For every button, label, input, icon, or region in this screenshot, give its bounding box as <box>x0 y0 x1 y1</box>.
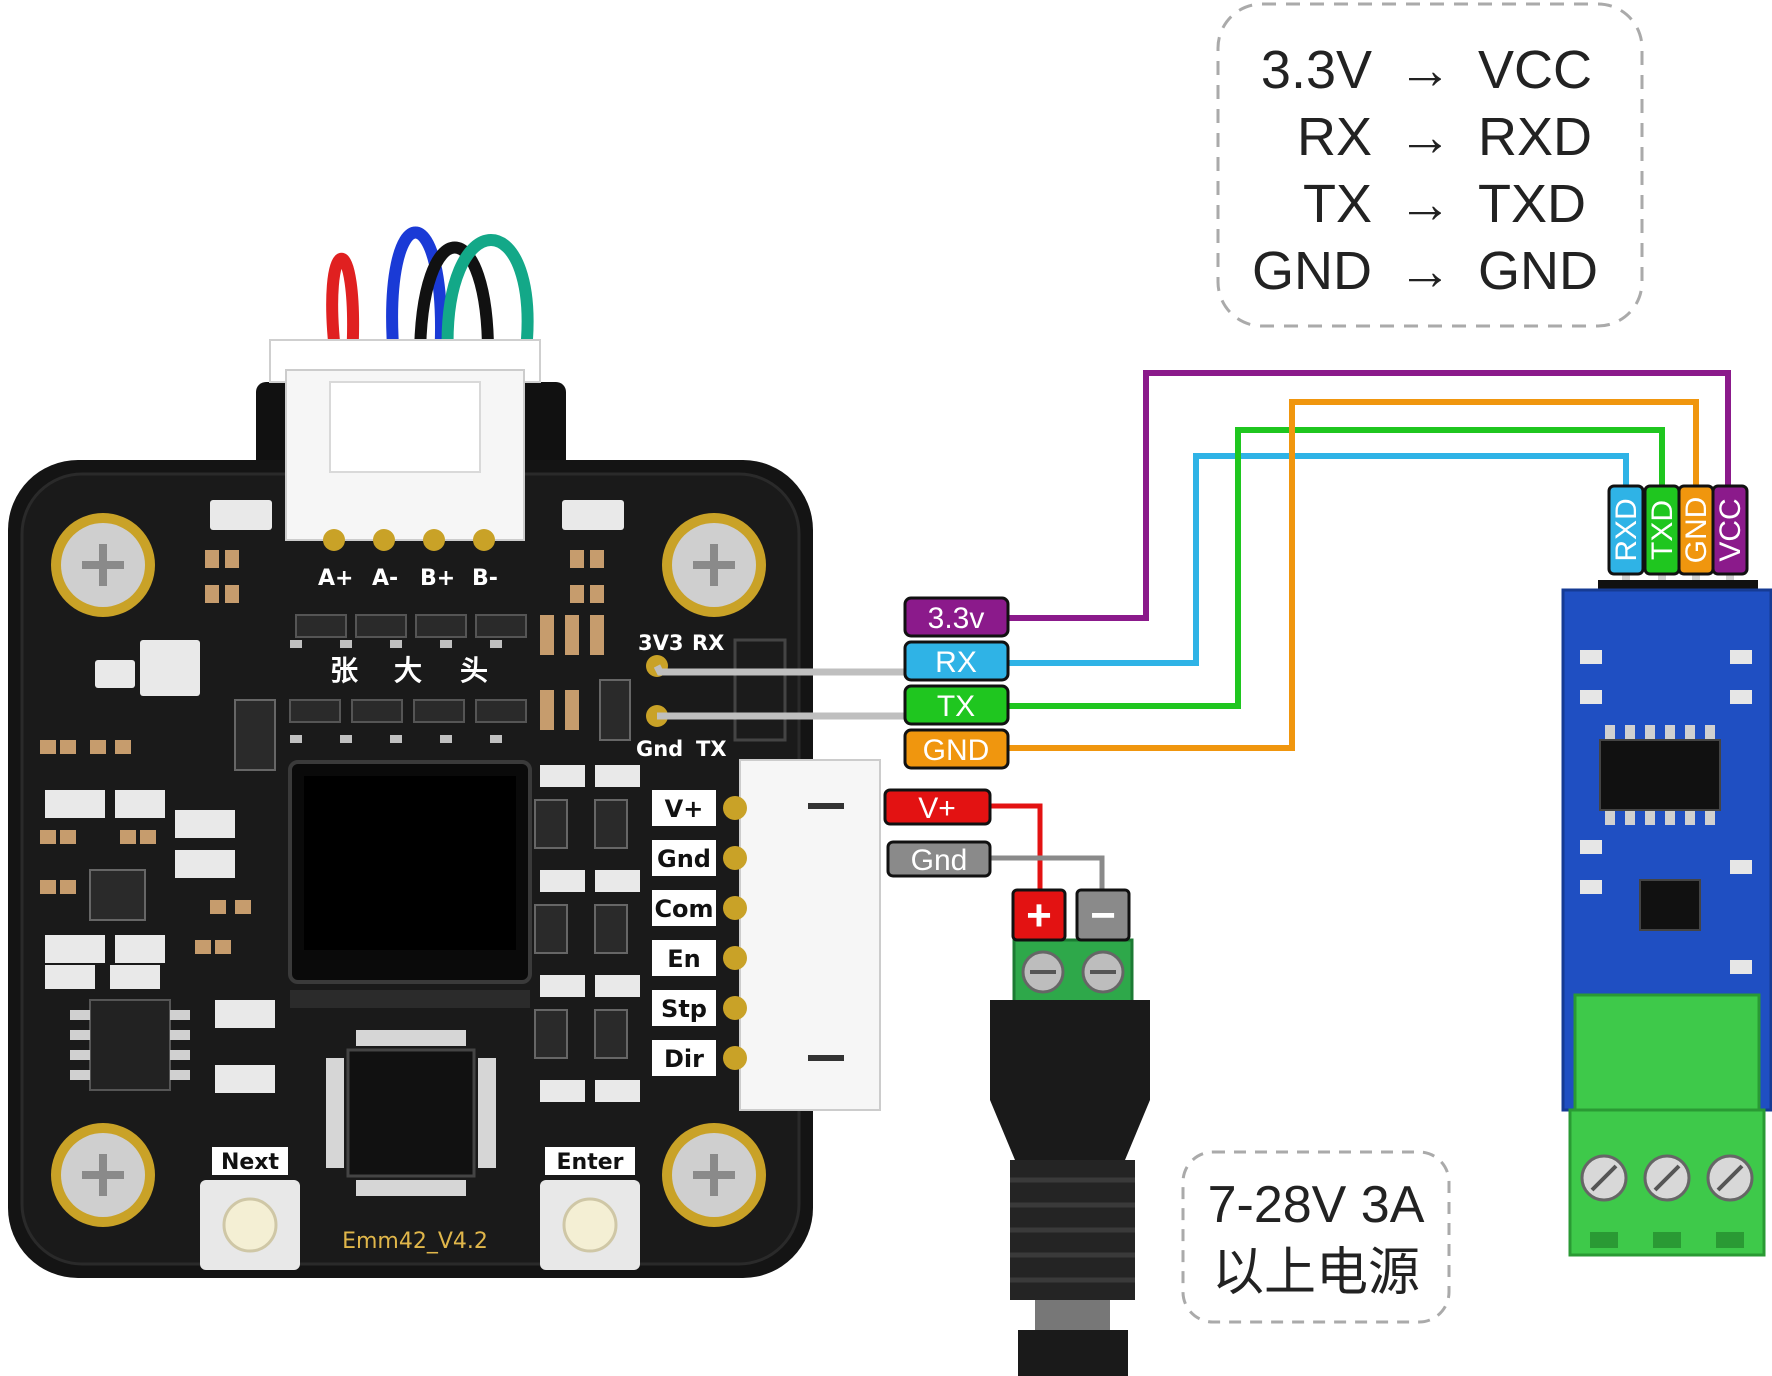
wire-tag-tx-label: TX <box>937 690 975 723</box>
power-tag-vplus-label: V+ <box>918 792 956 825</box>
wire-tag-rx: RX <box>903 640 1010 682</box>
wire-tag-rx-label: RX <box>935 646 977 679</box>
silk-char-1: 张 <box>330 654 358 687</box>
mcu-chip <box>326 1030 496 1196</box>
usb-pin-tag-rxd: RXD <box>1607 484 1645 576</box>
motor-pin-label-b-plus: B+ <box>420 566 455 591</box>
next-button[interactable] <box>200 1180 300 1270</box>
terminal-sign-minus: − <box>1075 888 1131 942</box>
mapping-to-1: VCC <box>1478 40 1592 100</box>
motor-pin-label-a-plus: A+ <box>318 566 353 591</box>
mount-screw-bottom-left <box>51 1123 155 1227</box>
power-tag-gnd: Gnd <box>886 840 992 878</box>
oled-display <box>288 760 532 1008</box>
wire-txd <box>1008 427 1665 709</box>
control-pin-label-gnd: Gnd <box>657 845 711 873</box>
board-model-label: Emm42_V4.2 <box>342 1229 488 1254</box>
smd-components <box>40 500 640 1102</box>
mapping-from-2: RX <box>1297 107 1372 167</box>
header-label-3v3: 3V3 <box>638 631 683 655</box>
control-pin-label-en: En <box>667 945 700 973</box>
control-pin-label-vplus: V+ <box>665 795 704 823</box>
wire-tag-gnd: GND <box>903 728 1010 770</box>
header-label-gnd: Gnd <box>636 737 683 761</box>
mapping-arrow-4: → <box>1398 241 1452 301</box>
motor-pin-label-a-minus: A- <box>372 566 398 591</box>
mapping-arrow-3: → <box>1398 174 1452 234</box>
mount-screw-top-left <box>51 513 155 617</box>
dc-jack-adapter <box>990 938 1150 1376</box>
mapping-to-3: TXD <box>1478 174 1586 234</box>
terminal-sign-minus-text: − <box>1090 891 1116 940</box>
control-pin-labels: V+ Gnd Com En Stp Dir <box>652 790 716 1076</box>
power-tag-gnd-label: Gnd <box>911 844 968 877</box>
mount-screw-bottom-right <box>662 1123 766 1227</box>
wire-tag-3v3-label: 3.3v <box>928 602 985 635</box>
motor-pin-label-b-minus: B- <box>472 566 498 591</box>
silk-char-3: 头 <box>460 654 488 687</box>
motor-pin-pads <box>323 529 495 551</box>
terminal-sign-plus: + <box>1011 888 1067 942</box>
wire-tag-gnd-label: GND <box>923 734 990 767</box>
enter-button[interactable] <box>540 1180 640 1270</box>
wire-vcc <box>1008 370 1731 621</box>
motor-cable <box>326 226 534 366</box>
mapping-from-3: TX <box>1303 174 1372 234</box>
wire-tag-3v3: 3.3v <box>903 596 1010 638</box>
control-connector <box>723 759 881 1111</box>
power-note-line1: 7-28V 3A <box>1208 1176 1425 1234</box>
usb-pin-tag-gnd: GND <box>1677 484 1715 576</box>
usb-ttl-module <box>1561 540 1772 1257</box>
power-tags: V+ Gnd <box>883 788 992 878</box>
mapping-arrow-1: → <box>1398 40 1452 100</box>
header-label-tx: TX <box>696 737 727 761</box>
silk-char-2: 大 <box>394 654 422 687</box>
mapping-to-4: GND <box>1478 241 1598 301</box>
usb-pin-tag-txd-label: TXD <box>1646 500 1679 560</box>
power-tag-vplus: V+ <box>883 788 992 826</box>
mapping-to-2: RXD <box>1478 107 1592 167</box>
button-labels: Next Enter <box>212 1147 635 1175</box>
driver-board: A+ A- B+ B- <box>8 339 915 1278</box>
motor-connector <box>269 339 541 541</box>
wire-tags: 3.3v RX TX GND <box>903 596 1010 770</box>
usb-ttl-pin-tags: RXD TXD GND VCC <box>1607 484 1749 576</box>
enter-button-label: Enter <box>557 1150 624 1175</box>
mapping-arrow-2: → <box>1398 107 1452 167</box>
usb-pin-tag-vcc-label: VCC <box>1714 498 1747 561</box>
serial-header <box>646 638 915 742</box>
power-supply-note: 7-28V 3A 以上电源 <box>1181 1150 1451 1324</box>
power-note-line2: 以上电源 <box>1212 1243 1420 1303</box>
wire-tag-tx: TX <box>903 684 1010 726</box>
terminal-sign-plus-text: + <box>1026 891 1052 940</box>
mount-screw-top-right <box>662 513 766 617</box>
mapping-from-1: 3.3V <box>1261 40 1372 100</box>
power-wires <box>990 803 1105 900</box>
serial-wires <box>1008 370 1731 751</box>
usb-pin-tag-rxd-label: RXD <box>1610 498 1643 561</box>
usb-pin-tag-txd: TXD <box>1643 484 1681 576</box>
next-button-label: Next <box>221 1150 280 1175</box>
header-label-rx: RX <box>692 631 724 655</box>
usb-pin-tag-gnd-label: GND <box>1680 497 1713 564</box>
control-pin-label-stp: Stp <box>661 995 707 1023</box>
control-pin-label-com: Com <box>654 895 713 923</box>
control-pin-label-dir: Dir <box>664 1045 704 1073</box>
mapping-from-4: GND <box>1252 241 1372 301</box>
wire-gnd <box>1008 399 1699 751</box>
usb-pin-tag-vcc: VCC <box>1711 484 1749 576</box>
wire-rxd <box>1008 453 1629 666</box>
pin-mapping-box: 3.3V → VCC RX → RXD TX → TXD GND → GND <box>1216 2 1644 328</box>
